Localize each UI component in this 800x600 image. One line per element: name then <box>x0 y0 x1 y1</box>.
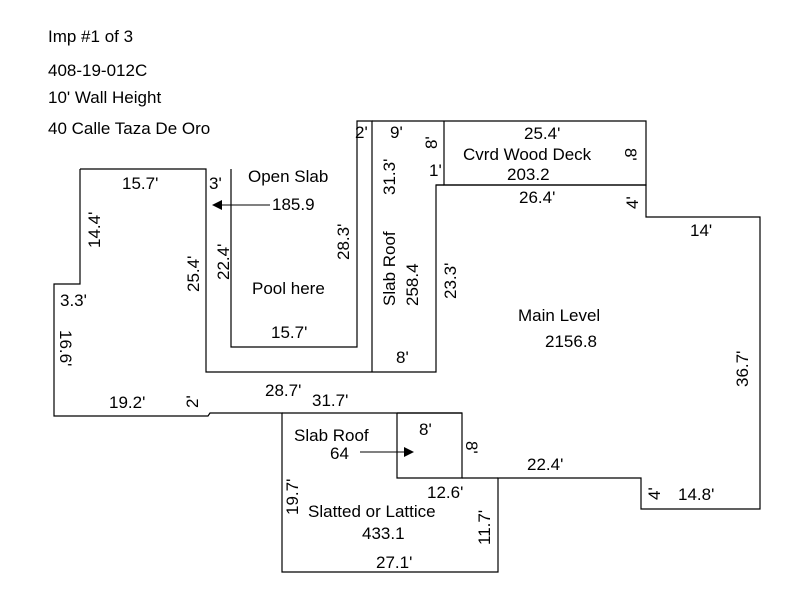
slab-roof-area: 258.4 <box>403 263 422 306</box>
main-level-name: Main Level <box>518 306 600 325</box>
slab-roof-name: Slab Roof <box>380 231 399 306</box>
dim-31-3: 31.3' <box>380 159 399 195</box>
dim-22-4-bottom: 22.4' <box>527 455 563 474</box>
dim-14-4: 14.4' <box>85 212 104 248</box>
dim-3-top: 3' <box>209 174 222 193</box>
pool-note: Pool here <box>252 279 325 298</box>
dim-4-bottom: 4' <box>645 487 664 500</box>
dim-19-7: 19.7' <box>283 479 302 515</box>
dim-16-6: 16.6' <box>56 330 75 366</box>
dim-8-deck-right: 8' <box>621 148 640 161</box>
dim-1: 1' <box>429 161 442 180</box>
deck-area: 203.2 <box>507 165 550 184</box>
dim-22-4-left: 22.4' <box>214 244 233 280</box>
dim-12-6: 12.6' <box>427 483 463 502</box>
deck-outline <box>372 120 647 186</box>
dim-25-4-deck: 25.4' <box>524 124 560 143</box>
slab-roof-arrowhead <box>404 447 414 457</box>
dim-3-3: 3.3' <box>60 291 87 310</box>
dim-11-7: 11.7' <box>475 510 494 545</box>
lattice-area: 433.1 <box>362 524 405 543</box>
pool-outline <box>230 120 373 372</box>
dim-25-4-left: 25.4' <box>184 256 203 292</box>
dim-8-sr-right: 8' <box>462 441 481 454</box>
deck-name: Cvrd Wood Deck <box>463 145 592 164</box>
dim-15-7-pool: 15.7' <box>271 323 307 342</box>
open-slab-area: 185.9 <box>272 195 315 214</box>
dim-14-8: 14.8' <box>678 485 714 504</box>
main-level-area: 2156.8 <box>545 332 597 351</box>
dim-8-pool-bottom: 8' <box>396 348 409 367</box>
dim-2-top: 2' <box>355 123 368 142</box>
dim-8-vert-top: 8' <box>422 136 441 149</box>
open-slab-arrowhead <box>212 200 222 210</box>
dim-15-7-top: 15.7' <box>122 174 158 193</box>
main-outline <box>53 168 761 573</box>
dim-27-1: 27.1' <box>376 553 412 572</box>
slab-roof2-area: 64 <box>330 444 349 463</box>
lattice-name: Slatted or Lattice <box>308 502 436 521</box>
wall-height: 10' Wall Height <box>48 88 161 107</box>
dim-19-2: 19.2' <box>109 393 145 412</box>
dim-23-3: 23.3' <box>441 263 460 299</box>
imp-label: Imp #1 of 3 <box>48 27 133 46</box>
address: 40 Calle Taza De Oro <box>48 119 210 138</box>
dim-28-7: 28.7' <box>265 381 301 400</box>
dim-8-sr-top: 8' <box>419 420 432 439</box>
dim-31-7: 31.7' <box>312 391 348 410</box>
dim-2-bottom: 2' <box>183 395 202 408</box>
open-slab-name: Open Slab <box>248 167 328 186</box>
dim-14: 14' <box>690 221 712 240</box>
dim-26-4: 26.4' <box>519 188 555 207</box>
slab-roof2-name: Slab Roof <box>294 426 369 445</box>
dim-9: 9' <box>390 123 403 142</box>
parcel-number: 408-19-012C <box>48 61 147 80</box>
dim-36-7: 36.7' <box>733 351 752 387</box>
dim-28-3: 28.3' <box>334 224 353 260</box>
dim-4-top: 4' <box>623 196 642 209</box>
